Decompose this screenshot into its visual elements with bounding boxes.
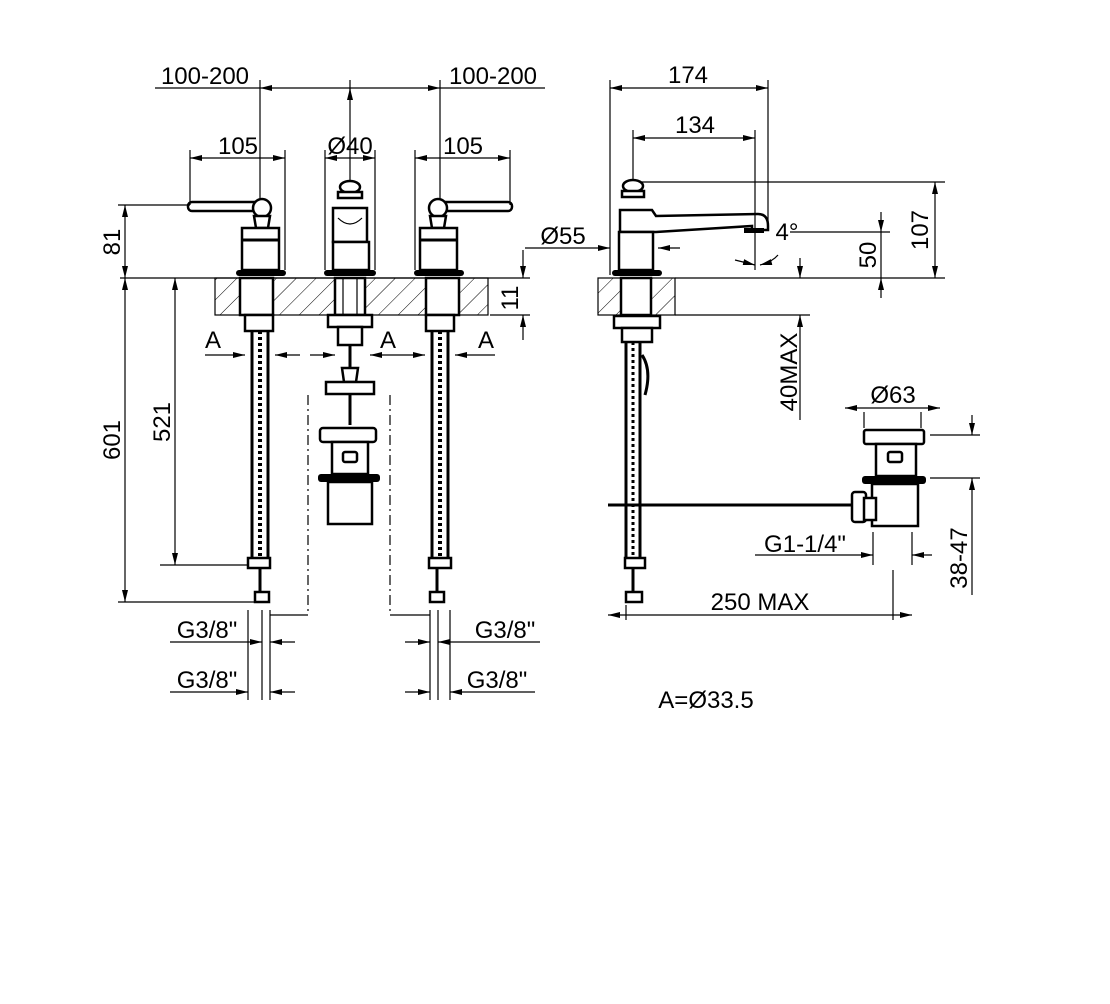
dim-connection: G3/8" xyxy=(467,667,528,694)
dim-total-height: 107 xyxy=(907,210,934,250)
dim-waste-thread: G1-1/4" xyxy=(764,531,846,558)
dim-waste-range: 38-47 xyxy=(946,527,973,588)
waste-valve xyxy=(850,428,926,528)
dim-handle-right: 105 xyxy=(443,133,483,160)
center-spout xyxy=(270,179,430,616)
dim-height-above-deck: 81 xyxy=(99,229,126,256)
hole-label-a: A xyxy=(380,327,396,354)
dim-spout-diameter: Ø40 xyxy=(327,133,372,160)
dim-total-length: 601 xyxy=(99,420,126,460)
dim-reach-spout: 134 xyxy=(675,112,715,139)
dim-spacing-left: 100-200 xyxy=(161,63,249,90)
dim-connection: G3/8" xyxy=(475,617,536,644)
dim-hose-length: 521 xyxy=(149,402,176,442)
side-view: 174 134 Ø55 4° 50 107 40MAX Ø63 G1-1/4" … xyxy=(525,62,980,620)
dim-body-diameter: Ø55 xyxy=(540,223,585,250)
dim-handle-left: 105 xyxy=(218,133,258,160)
right-valve xyxy=(414,197,514,604)
dim-connection: G3/8" xyxy=(177,667,238,694)
dim-spout-height: 50 xyxy=(855,242,882,269)
dim-max-deck: 40MAX xyxy=(776,333,803,412)
hole-label-a: A xyxy=(478,327,494,354)
hole-label-a: A xyxy=(205,327,221,354)
side-dimensions xyxy=(525,80,980,620)
dim-reach-total: 174 xyxy=(668,62,708,89)
dim-spacing-right: 100-200 xyxy=(449,63,537,90)
dim-rod-length: 250 MAX xyxy=(711,589,810,616)
dim-angle: 4° xyxy=(776,219,799,246)
front-dimensions xyxy=(118,80,545,700)
dim-waste-diameter: Ø63 xyxy=(870,382,915,409)
dim-deck-thickness: 11 xyxy=(497,286,524,311)
front-view: 100-200 100-200 105 Ø40 105 81 601 521 1… xyxy=(99,63,545,700)
note-hole-diameter: A=Ø33.5 xyxy=(658,687,753,714)
left-valve xyxy=(186,197,286,604)
dim-connection: G3/8" xyxy=(177,617,238,644)
